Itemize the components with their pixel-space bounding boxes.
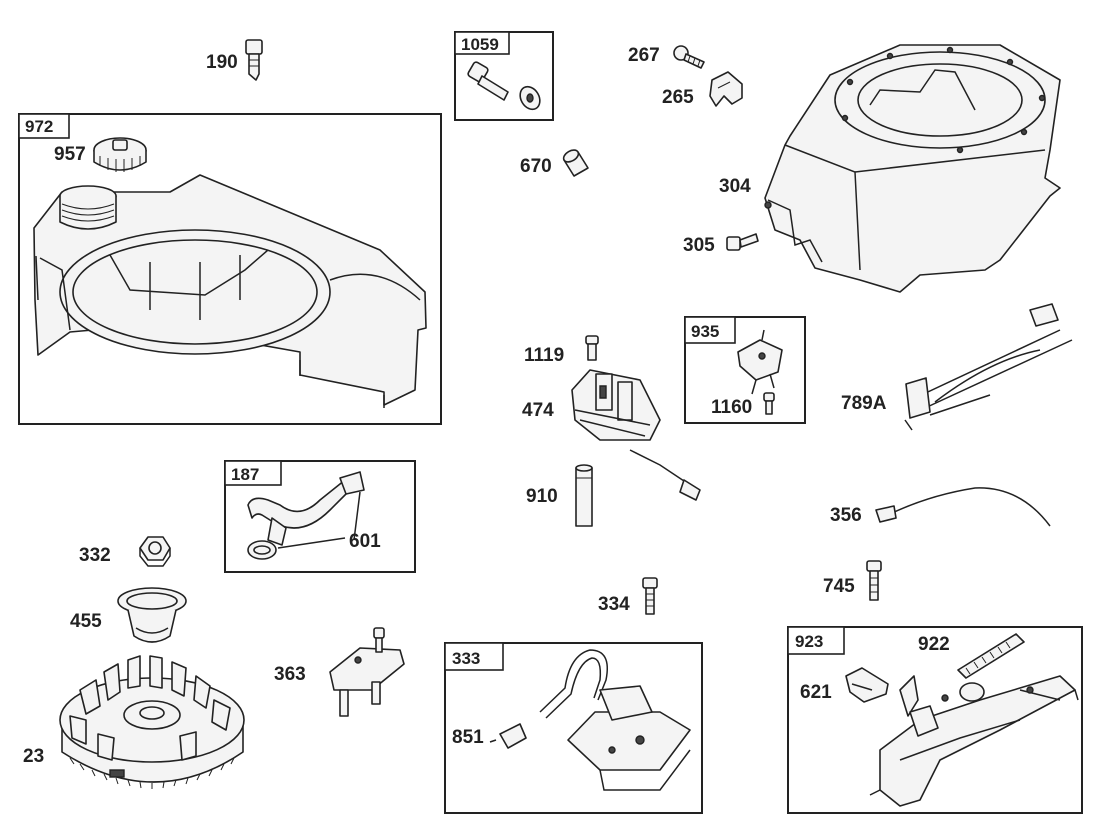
screw-305-icon: [726, 233, 759, 251]
callout-935: 935: [691, 322, 719, 341]
screw-1119-icon: [585, 335, 599, 361]
wire-harness-789A-icon: [904, 303, 1073, 431]
screw-745-icon: [866, 560, 882, 601]
spacer-910-icon: [575, 464, 593, 527]
spark-plug-terminal-851-icon: [489, 723, 527, 749]
callout-304: 304: [719, 176, 751, 197]
callout-789A: 789A: [841, 393, 887, 414]
callout-305: 305: [683, 235, 715, 256]
callout-332: 332: [79, 545, 111, 566]
callout-745: 745: [823, 576, 855, 597]
bracket-363-icon: [329, 627, 405, 717]
shaft-bolt-1059-icon: [467, 61, 541, 111]
blower-housing-304-icon: [764, 44, 1061, 293]
callout-265: 265: [662, 87, 694, 108]
callout-1160: 1160: [711, 397, 752, 418]
callout-670: 670: [520, 156, 552, 177]
nut-332-icon: [139, 536, 171, 567]
kit-tag-1059: [454, 31, 510, 55]
fuel-cap-957-icon: [93, 137, 147, 172]
switch-935-icon: [737, 329, 783, 395]
callout-455: 455: [70, 611, 102, 632]
callout-190: 190: [206, 52, 238, 73]
bushing-670-icon: [562, 149, 589, 177]
callout-474: 474: [522, 400, 554, 421]
kit-tag-333: [444, 642, 504, 671]
governor-control-923-icon: [869, 675, 1079, 807]
callout-910: 910: [526, 486, 558, 507]
kit-tag-972: [18, 113, 70, 139]
callout-267: 267: [628, 45, 660, 66]
kit-box-923: [787, 626, 1083, 814]
link-clip-621-icon: [845, 667, 889, 703]
fuel-tank-972-icon: [33, 174, 427, 408]
kit-tag-935: [684, 316, 736, 344]
callout-621: 621: [800, 682, 832, 703]
flywheel-23-icon: [59, 655, 245, 789]
kit-box-935: [684, 316, 806, 424]
screw-334-icon: [642, 577, 658, 615]
fuel-line-187-icon: [247, 471, 365, 546]
callout-333: 333: [452, 649, 480, 668]
screw-267-icon: [673, 45, 705, 69]
callout-363: 363: [274, 664, 306, 685]
kit-box-972: [18, 113, 442, 425]
callout-356: 356: [830, 505, 862, 526]
bolt-190-icon: [245, 39, 263, 81]
starter-cup-455-icon: [117, 587, 187, 643]
callout-851: 851: [452, 727, 484, 748]
kit-tag-923: [787, 626, 845, 655]
kit-box-187: [224, 460, 416, 573]
callout-23: 23: [23, 746, 44, 767]
callout-957: 957: [54, 144, 86, 165]
callout-972: 972: [25, 117, 53, 136]
armature-333-icon: [539, 649, 691, 791]
control-bracket-474-icon: [571, 369, 701, 501]
callout-187: 187: [231, 465, 259, 484]
ground-wire-356-icon: [875, 487, 1051, 527]
callout-923: 923: [795, 632, 823, 651]
callout-601: 601: [349, 531, 381, 552]
kit-box-333: [444, 642, 703, 814]
callout-1119: 1119: [524, 345, 564, 366]
governor-spring-922-icon: [957, 633, 1025, 679]
callout-1059: 1059: [461, 35, 499, 54]
hose-clamp-601-icon: [247, 491, 361, 560]
bracket-265-icon: [709, 71, 743, 107]
callout-922: 922: [918, 634, 950, 655]
kit-tag-187: [224, 460, 282, 486]
screw-1160-icon: [763, 392, 775, 415]
callout-334: 334: [598, 594, 630, 615]
